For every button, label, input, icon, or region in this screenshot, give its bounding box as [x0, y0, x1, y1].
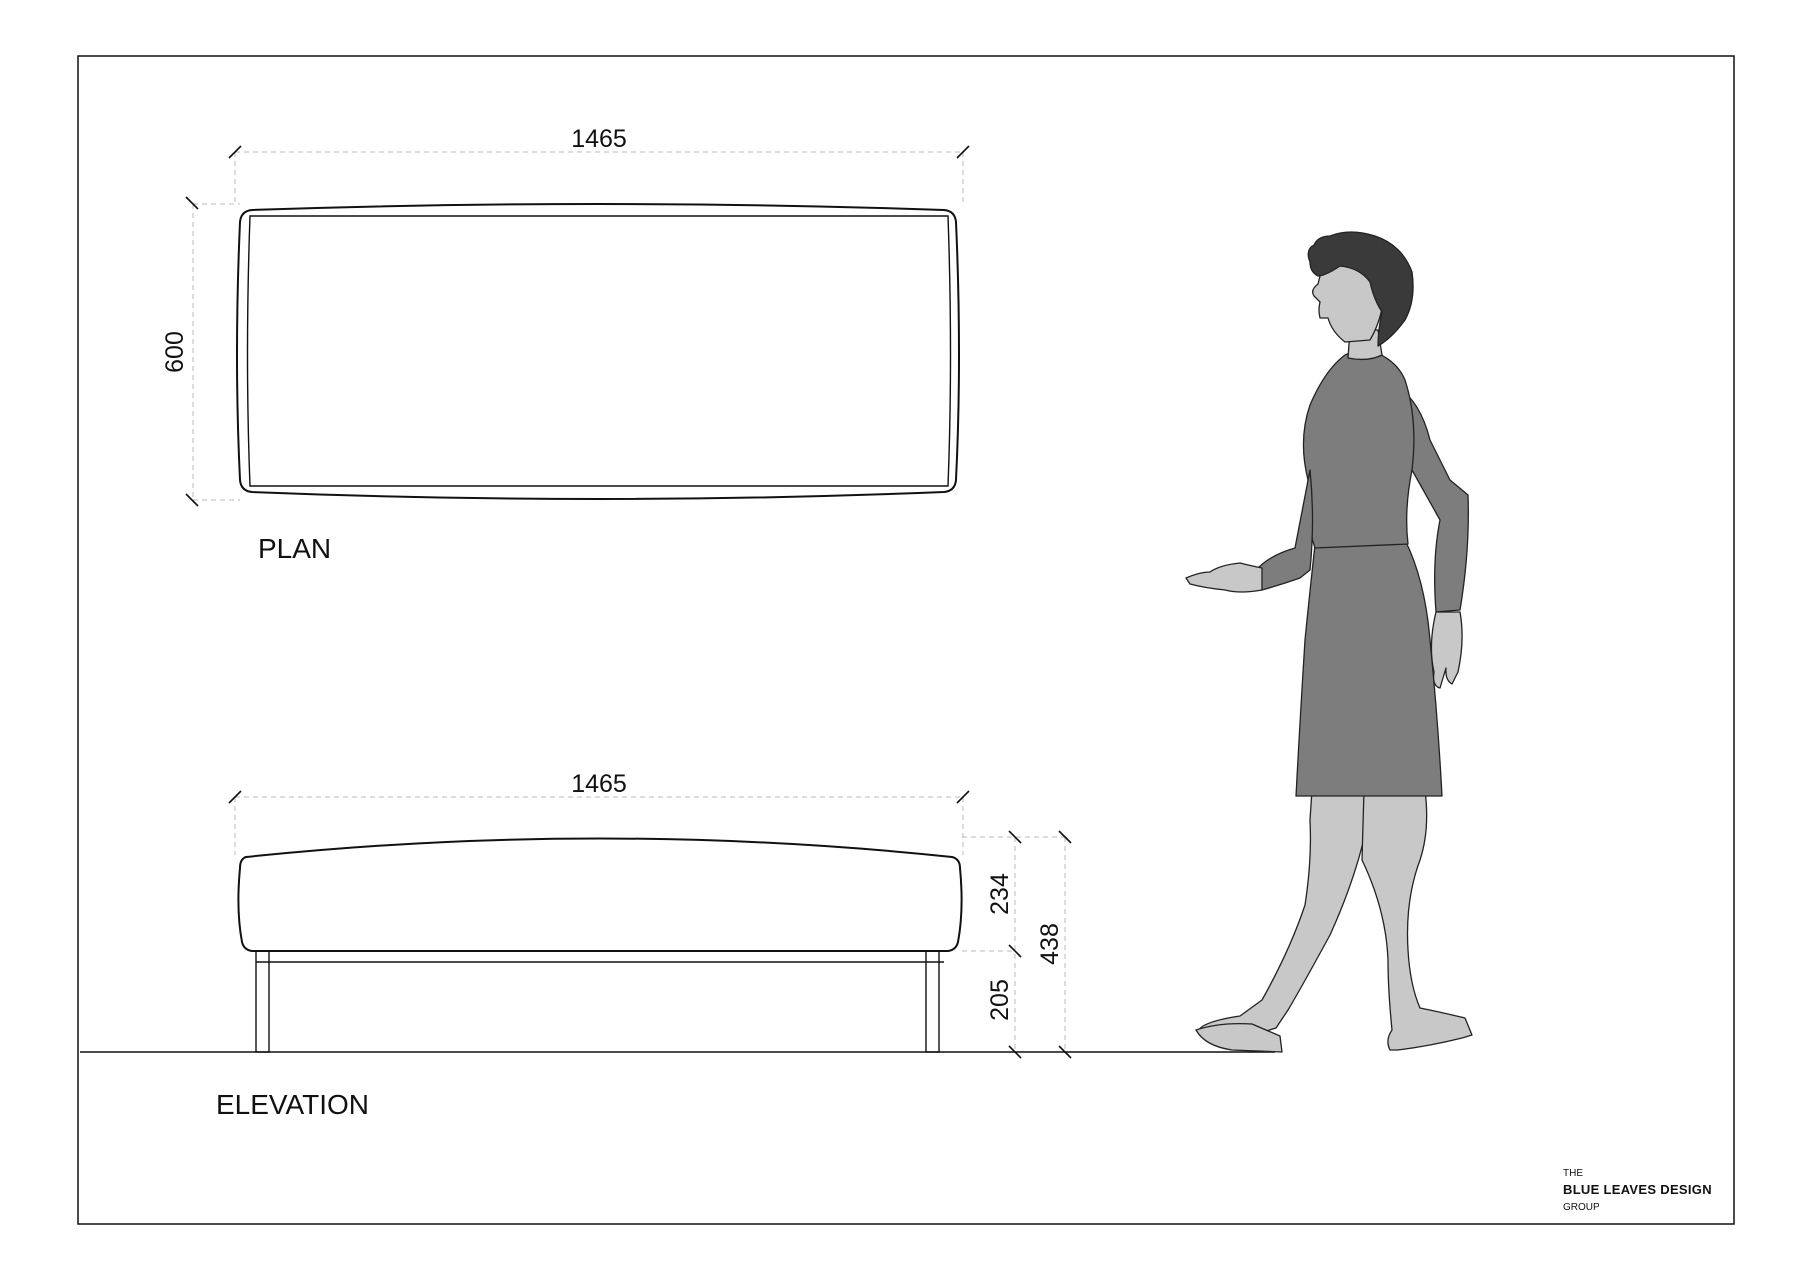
ottoman-plan-inner — [246, 215, 952, 487]
figure-front-leg — [1361, 789, 1473, 1051]
sheet-border — [77, 55, 1735, 1225]
plan-view: 1465 600 PLAN — [161, 125, 970, 564]
logo-line-the: THE — [1563, 1168, 1583, 1179]
human-scale-figure-icon — [1185, 231, 1473, 1053]
ottoman-plan-outer — [236, 203, 960, 500]
ottoman-leg-right — [925, 950, 940, 1053]
logo-line-group: GROUP — [1563, 1202, 1600, 1213]
ottoman-cushion — [237, 837, 963, 952]
plan-width-label: 1465 — [571, 125, 627, 153]
figure-front-hand — [1185, 562, 1263, 593]
figure-back-shoe — [1195, 1022, 1283, 1053]
figure-torso — [1302, 347, 1415, 549]
plan-title: PLAN — [258, 533, 331, 564]
leg-height-label: 205 — [986, 979, 1014, 1021]
logo-line-blue-leaves-design: BLUE LEAVES DESIGN — [1563, 1182, 1712, 1197]
figure-front-arm — [1255, 469, 1314, 591]
elevation-width-label: 1465 — [571, 770, 627, 798]
figure-hair — [1307, 231, 1414, 347]
ottoman-leg-left — [255, 950, 270, 1053]
figure-back-hand — [1430, 611, 1463, 689]
figure-back-leg — [1197, 789, 1373, 1038]
elevation-view: 1465 234 205 438 ELEVATION — [80, 770, 1275, 1120]
total-height-label: 438 — [1036, 923, 1064, 965]
elevation-title: ELEVATION — [216, 1089, 369, 1120]
figure-skirt — [1295, 539, 1443, 797]
plan-depth-label: 600 — [161, 331, 189, 373]
company-logo: THE BLUE LEAVES DESIGN GROUP — [1563, 1168, 1712, 1213]
cushion-height-label: 234 — [986, 873, 1014, 915]
